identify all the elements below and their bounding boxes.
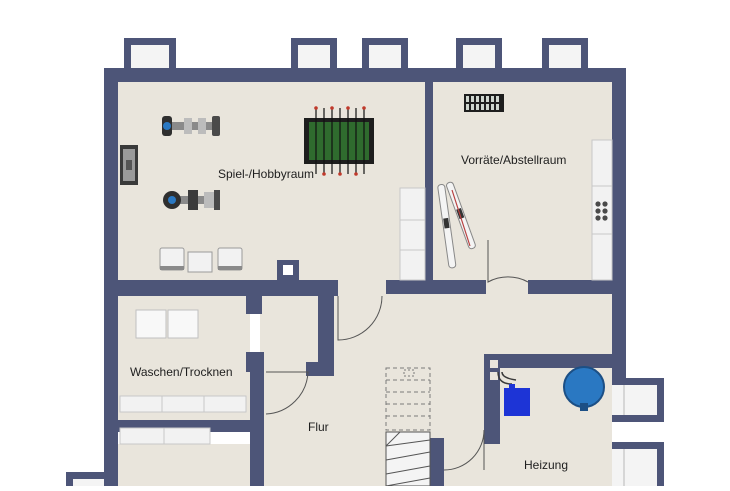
cabinet-icon <box>399 187 426 281</box>
storage-room-floor <box>430 82 612 282</box>
cross-trainer-icon <box>162 116 220 136</box>
lower-room-floor <box>118 444 250 486</box>
ski-icon <box>437 181 476 269</box>
room-label-storage: Vorräte/Abstellraum <box>461 153 567 167</box>
wall-laundry-right <box>318 296 334 376</box>
chair-icon <box>159 247 185 271</box>
outer-wall-right <box>612 68 626 378</box>
wall-hobby-bottom <box>118 280 338 296</box>
exercise-bike-icon <box>163 190 220 210</box>
wall-heating-top <box>484 354 612 368</box>
shelf-icon <box>591 139 613 281</box>
door-swing-heating <box>443 429 485 471</box>
window-icon <box>612 378 664 422</box>
heat-pump-icon <box>497 371 530 416</box>
room-label-hobby: Spiel-/Hobbyraum <box>218 167 315 181</box>
dryer-icon <box>167 309 199 339</box>
room-label-laundry: Waschen/Trocknen <box>130 365 233 379</box>
room-label-heating: Heizung <box>524 458 569 472</box>
outer-wall-left <box>104 68 118 486</box>
door-swing-hobby <box>337 295 383 341</box>
wall-laundry-vertical <box>250 352 264 486</box>
window-icon <box>612 442 664 486</box>
outer-wall-top <box>104 68 626 82</box>
chair-icon <box>217 247 243 271</box>
room-label-hall: Flur <box>308 420 329 434</box>
bottle-crate-icon <box>595 201 608 221</box>
foosball-table-icon <box>304 106 374 176</box>
column-inner <box>283 265 293 275</box>
wall-laundry-stub <box>306 362 334 376</box>
wall-laundry-column <box>246 296 262 314</box>
laundry-shelf-icon <box>119 395 247 445</box>
wall-stair-right <box>430 438 444 486</box>
water-tank-icon <box>563 366 605 411</box>
wall-storage-bottom-left <box>386 280 486 294</box>
doors <box>265 240 529 471</box>
wall-tv-icon <box>120 145 138 185</box>
wall-hobby-storage <box>425 82 433 280</box>
washing-machine-icon <box>135 309 167 339</box>
door-swing-storage <box>487 240 529 283</box>
side-table-icon <box>187 251 213 273</box>
door-swing-laundry <box>265 371 309 415</box>
stairs-icon <box>385 367 431 487</box>
wall-storage-bottom-right <box>528 280 612 294</box>
wall-niches <box>490 360 498 380</box>
wine-rack-icon <box>464 94 504 112</box>
